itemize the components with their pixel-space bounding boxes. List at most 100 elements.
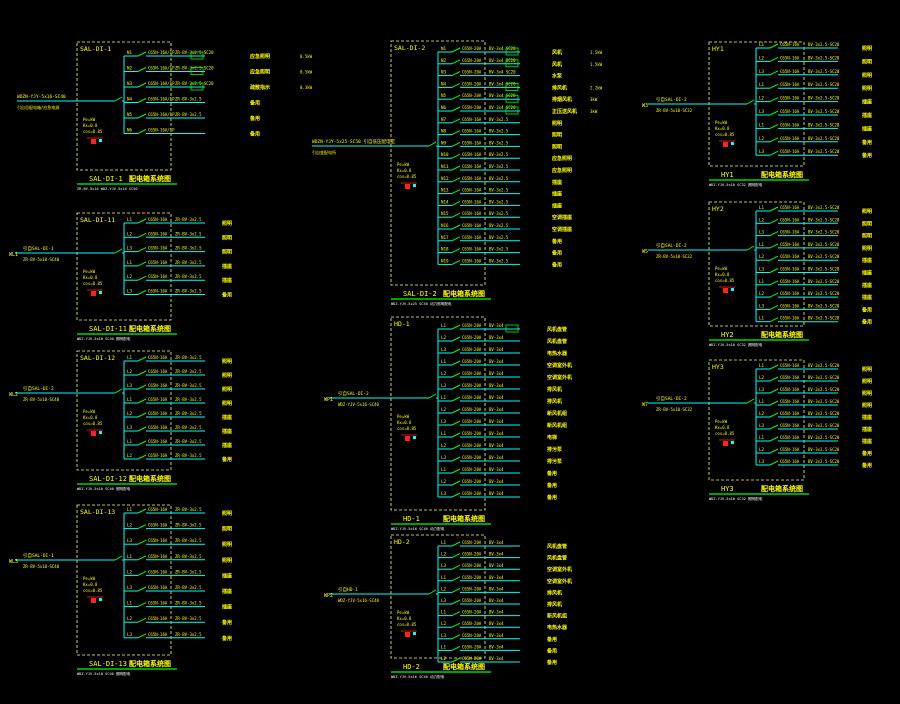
circuit-phase: N1 [441,46,447,51]
circuit-load: 电热水器 [547,350,568,357]
circuit-load: 照明 [222,557,232,564]
circuit-device: C65N-16A [148,601,168,606]
circuit-load: 插座 [222,604,232,611]
circuit-load: 插座 [222,277,232,284]
circuit-device: C65N-20A [462,552,482,557]
circuit-breaker [451,248,461,254]
circuit-phase: L3 [127,246,133,251]
panel-enclosure [76,504,172,656]
load-tag-box [190,51,204,60]
circuit-load: 插座 [862,125,872,132]
incoming-code: WL1 [9,252,18,258]
circuit-load: 风机盘管 [547,326,567,333]
circuit-breaker [137,426,147,432]
circuit-load: 备用 [546,659,557,666]
circuit-cable: BV-3x2.5-SC20 [808,149,840,154]
circuit-breaker [451,587,461,593]
circuit-phase: N6 [441,105,447,110]
circuit-device: C65N-20A [462,644,482,649]
circuit-phase: L3 [441,491,447,496]
panel-footer-note: WDZ-YJV-5x10 SC40 照明配电 [77,671,131,676]
circuit-device: C65N-16A [462,188,482,193]
circuit-load: 空调室外机 [547,362,572,369]
circuit-load: 排风机 [547,386,562,393]
circuit-cable: BV-3x2.5 [489,188,509,193]
circuit-cable: BV-3x2.5 [489,258,509,263]
panel-footer-title: 配电箱系统图 [443,289,485,298]
circuit-load: 备用 [221,619,232,626]
circuit-phase: L2 [759,55,765,60]
circuit-load: 插座 [222,428,232,435]
param-kx: Kx=0.8 [397,420,412,425]
circuit-device: C65N-20A [462,407,482,412]
circuit-load: 插座 [862,426,872,433]
circuit-cable: BV-3x2.5-SC20 [808,375,840,380]
param-kx: Kx=0.8 [83,275,98,280]
circuit-breaker [451,118,461,124]
circuit-breaker [451,611,461,617]
circuit-device: C65N-16A [780,423,800,428]
panel-footer-title: 配电箱系统图 [761,170,803,179]
circuit-device: C65N-20A [462,46,482,51]
param-pe: Pe=kW [83,409,96,414]
circuit-device: C65N-16A [462,176,482,181]
circuit-load: 空调室外机 [547,578,572,585]
circuit-load: 照明 [222,386,232,393]
circuit-device: C65N-20A [462,70,482,75]
circuit-breaker [451,634,461,640]
circuit-device: C65N-16A [148,369,168,374]
circuit-phase: L2 [441,586,447,591]
circuit-phase: L2 [759,136,765,141]
circuit-breaker [451,657,461,663]
circuit-breaker [769,400,779,406]
param-pe: Pe=kW [715,266,728,271]
circuit-phase: L2 [759,254,765,259]
circuit-device: C65N-16A [780,399,800,404]
panel-footer-id: SAL-DI-12 [89,475,127,483]
circuit-breaker [137,113,147,119]
circuit-cable: BV-3x4 [489,467,504,472]
circuit-cable: ZR-BV-3x2.5 [175,569,202,574]
circuit-load: 照明 [862,390,872,397]
circuit-phase: N4 [127,97,133,102]
circuit-load: 插座 [222,572,232,579]
circuit-cable: BV-3x2.5-SC20 [808,267,840,272]
circuit-device: C65N-16A [780,122,800,127]
incoming-label: 引自SAL-DI-2 [23,385,54,392]
circuit-device: C65N-16A [148,397,168,402]
circuit-load: 照明 [222,234,232,241]
circuit-device: C65N-16A [780,205,800,210]
main-breaker [746,245,755,251]
circuit-phase: L1 [127,439,133,444]
circuit-phase: L1 [759,122,765,127]
circuit-cable: BV-3x4 [489,598,504,603]
circuit-cable: BV-3x4 [489,540,504,545]
circuit-cable: BV-3x2.5-SC20 [808,363,840,368]
meter-symbol [723,441,728,446]
circuit-load: 照明 [862,366,872,373]
circuit-load: 照明 [552,132,562,139]
circuit-device: C65N-16A [462,164,482,169]
circuit-phase: L1 [127,217,133,222]
circuit-phase: L2 [127,569,133,574]
circuit-cable: BV-3x4 [489,371,504,376]
circuit-phase: L3 [127,425,133,430]
circuit-breaker [451,71,461,77]
circuit-device: C65N-16A/1P [148,81,175,86]
circuit-device: C65N-16A [780,459,800,464]
circuit-load: 照明 [222,372,232,379]
circuit-cable: ZR-BV-3x2.5 [175,538,202,543]
circuit-device: C65N-16A [780,375,800,380]
